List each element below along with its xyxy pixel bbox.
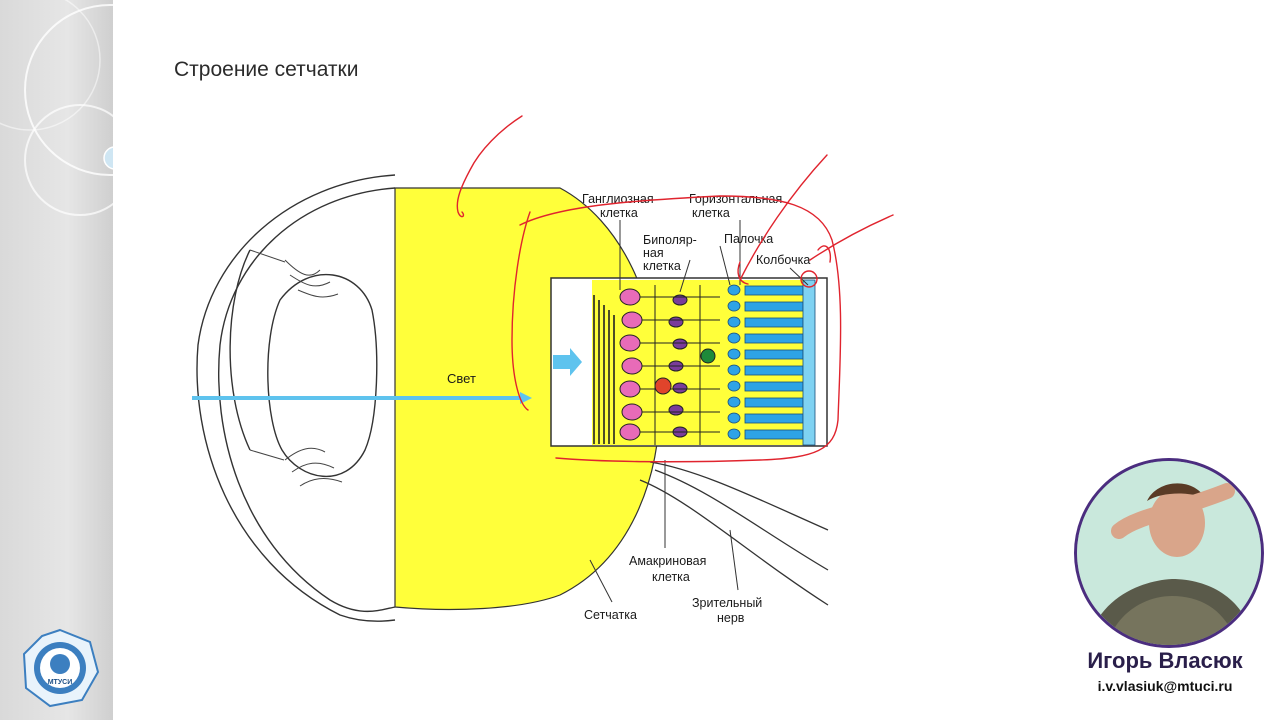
red-pen-annotations <box>456 115 894 463</box>
lecturer-video-avatar <box>1074 458 1264 648</box>
label-ganglion-line1: Ганглиозная <box>582 192 654 206</box>
side-decoration-panel <box>0 0 113 720</box>
university-logo: МТУСИ <box>20 628 100 708</box>
label-light: Свет <box>447 371 476 386</box>
light-arrow <box>192 392 532 404</box>
amacrine-cell-marker <box>654 377 672 395</box>
label-bipolar-line1: Биполяр- <box>643 233 697 247</box>
label-leader-lines <box>589 220 809 603</box>
optic-nerve <box>639 461 829 606</box>
logo-abbr: МТУСИ <box>48 679 73 686</box>
slide-title: Строение сетчатки <box>174 58 359 81</box>
label-bipolar-line2: ная <box>643 246 664 260</box>
label-bipolar-line3: клетка <box>643 259 681 273</box>
horizontal-cell-marker <box>700 348 716 364</box>
lecturer-email: i.v.vlasiuk@mtuci.ru <box>1097 678 1233 694</box>
label-horizontal-line1: Горизонтальная <box>689 192 782 206</box>
label-ganglion-line2: клетка <box>600 206 638 220</box>
lecturer-name: Игорь Власюк <box>1087 648 1243 673</box>
label-retina: Сетчатка <box>584 608 637 622</box>
label-cone: Колбочка <box>756 253 810 267</box>
retina-magnified-box <box>550 277 828 447</box>
iris-ciliary-body <box>249 249 343 487</box>
label-amacrine-line2: клетка <box>652 570 690 584</box>
lens <box>267 273 378 477</box>
light-arrow-magnified <box>553 348 582 376</box>
eyeball-outline <box>196 174 396 622</box>
label-horizontal-line2: клетка <box>692 206 730 220</box>
label-optic-nerve-line2: нерв <box>717 611 745 625</box>
label-amacrine-line1: Амакриновая <box>629 554 706 568</box>
label-optic-nerve-line1: Зрительный <box>692 596 762 610</box>
side-decoration-circles <box>0 0 113 216</box>
